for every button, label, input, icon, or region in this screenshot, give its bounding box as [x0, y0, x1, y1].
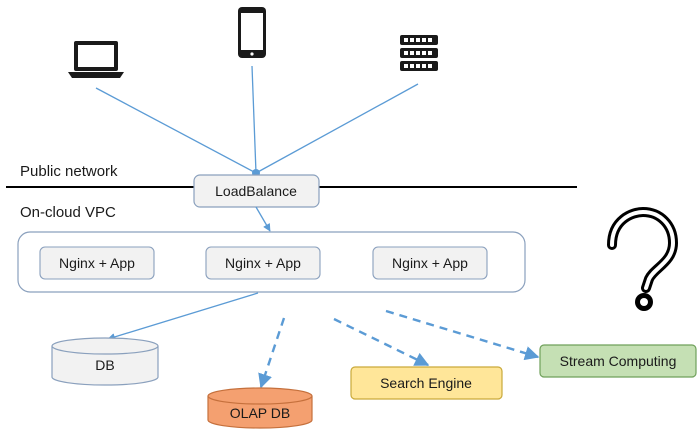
search-engine-label: Search Engine — [380, 375, 472, 391]
edge-cluster-olap — [258, 317, 286, 389]
app-node-3: Nginx + App — [372, 246, 488, 280]
stream-computing-node: Stream Computing — [539, 344, 697, 378]
stream-computing-label: Stream Computing — [560, 353, 677, 369]
vpc-label: On-cloud VPC — [20, 204, 116, 221]
edge-laptop-loadbalance — [95, 87, 257, 174]
loadbalance-node: LoadBalance — [193, 174, 320, 208]
app-node-3-label: Nginx + App — [392, 255, 468, 271]
app-node-2-label: Nginx + App — [225, 255, 301, 271]
loadbalance-label: LoadBalance — [215, 183, 297, 199]
app-node-1: Nginx + App — [39, 246, 155, 280]
laptop-icon — [68, 41, 124, 78]
db-node: DB — [51, 337, 159, 386]
edge-phone-loadbalance — [251, 65, 257, 174]
question-mark-icon — [607, 207, 678, 311]
app-node-2: Nginx + App — [205, 246, 321, 280]
edge-cluster-search — [333, 317, 430, 367]
server-icon — [400, 35, 438, 71]
olap-db-node: OLAP DB — [207, 387, 313, 429]
olap-db-label: OLAP DB — [230, 405, 290, 421]
smartphone-icon — [238, 7, 266, 58]
edge-cluster-db — [107, 292, 259, 341]
public-network-label: Public network — [20, 163, 118, 180]
edge-loadbalance-cluster — [255, 206, 271, 232]
edge-server-loadbalance — [255, 83, 419, 174]
db-label: DB — [95, 357, 114, 373]
search-engine-node: Search Engine — [350, 366, 503, 400]
app-node-1-label: Nginx + App — [59, 255, 135, 271]
edge-cluster-stream — [385, 309, 540, 361]
